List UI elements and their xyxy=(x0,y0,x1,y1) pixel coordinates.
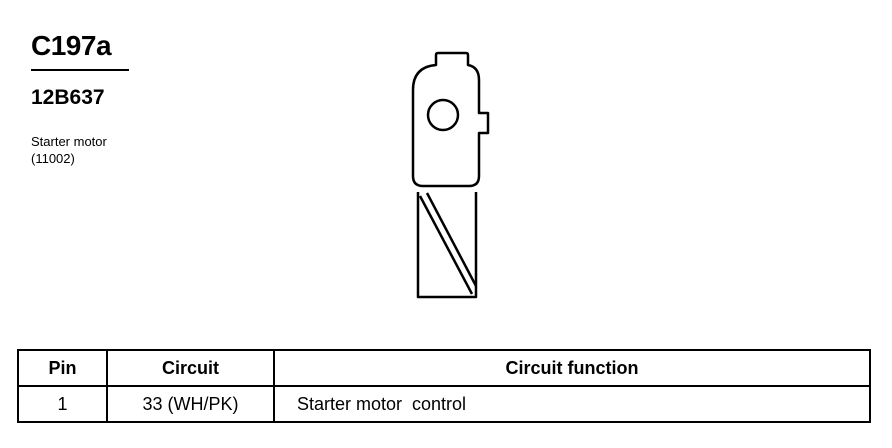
cell-pin: 1 xyxy=(17,385,108,423)
header-circuit-function: Circuit function xyxy=(273,349,871,387)
terminal-hatch-line xyxy=(425,192,478,287)
header-circuit: Circuit xyxy=(106,349,275,387)
connector-face-diagram xyxy=(411,51,490,299)
part-number: 12B637 xyxy=(31,86,105,109)
connector-housing-outline xyxy=(411,51,490,188)
cell-circuit-function: Starter motor control xyxy=(273,385,871,423)
terminal-hatch-line xyxy=(418,195,474,295)
connector-id: C197a xyxy=(31,30,112,61)
description-line: Starter motor xyxy=(31,134,107,149)
connector-description: Starter motor (11002) xyxy=(31,133,107,167)
pin-table: Pin Circuit Circuit function 1 33 (WH/PK… xyxy=(17,349,871,423)
terminal-section-outline xyxy=(416,192,478,299)
connector-id-underline xyxy=(31,69,129,71)
cell-circuit: 33 (WH/PK) xyxy=(106,385,275,423)
pin-table-header-row: Pin Circuit Circuit function xyxy=(17,349,871,387)
table-row: 1 33 (WH/PK) Starter motor control xyxy=(17,385,871,423)
description-line: (11002) xyxy=(31,151,75,166)
header-pin: Pin xyxy=(17,349,108,387)
pin-cavity xyxy=(426,98,460,132)
